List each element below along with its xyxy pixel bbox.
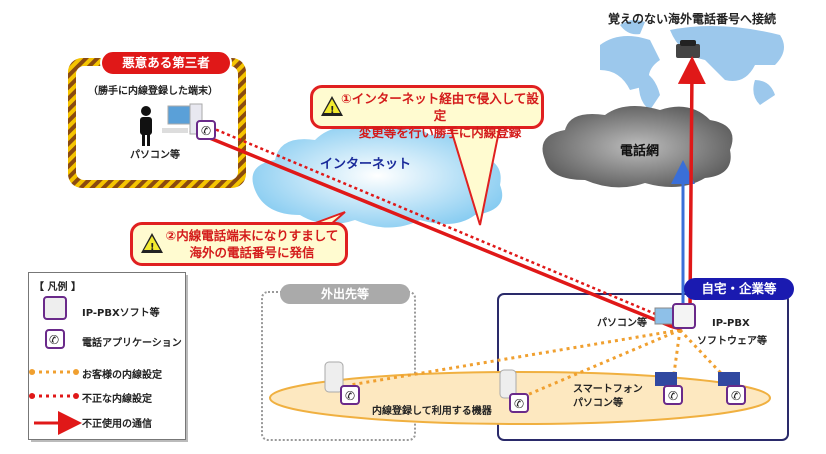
legend: 【 凡例 】 IP-PBXソフト等 電話アプリケーション お客様の内線設定 不正… [28, 272, 184, 438]
devices-label-2: パソコン等 [573, 398, 623, 409]
svg-text:✆: ✆ [49, 333, 59, 347]
ip-pbx-label: IP-PBX [712, 318, 750, 329]
person-icon [140, 106, 152, 146]
phone-network-label: 電話網 [620, 144, 660, 159]
fraud-extension-line [204, 123, 666, 320]
world-map [600, 20, 784, 110]
attacker-subtitle: （勝手に内線登録した端末） [88, 86, 218, 97]
internet-label: インターネット [320, 157, 412, 172]
top-note: 覚えのない海外電話番号へ接続 [608, 12, 777, 26]
callout-1-line1: インターネット経由で侵入して設定 [351, 91, 539, 123]
legend-title: 【 凡例 】 [34, 282, 81, 293]
legend-item-fraud-communication: 不正使用の通信 [82, 419, 152, 430]
registered-devices-label: 内線登録して利用する機器 [372, 406, 492, 417]
attacker-device-label: パソコン等 [130, 150, 180, 161]
devices-label: スマートフォン [573, 384, 643, 395]
phone-app-icon: ✆ [196, 120, 216, 140]
legend-graphics: ✆ [29, 296, 82, 435]
callout-2-line1: 内線電話端末になりすまして [176, 228, 339, 243]
telephone-icon [676, 40, 700, 58]
callout-2-number: ② [165, 228, 177, 243]
svg-text:✆: ✆ [514, 397, 524, 411]
home-pc-label: パソコン等 [597, 318, 647, 329]
svg-text:✆: ✆ [731, 389, 741, 403]
customer-extension-lines [349, 328, 737, 400]
callout-1-line2: 変更等を行い勝手に内線登録 [358, 125, 522, 140]
svg-text:✆: ✆ [201, 124, 211, 138]
svg-text:✆: ✆ [668, 389, 678, 403]
legend-item-ip-pbx: IP-PBXソフト等 [82, 308, 160, 319]
phone-app-icon [340, 385, 746, 413]
legend-item-customer-extension: お客様の内線設定 [82, 370, 162, 381]
legend-item-fraud-extension: 不正な内線設定 [82, 394, 152, 405]
legend-item-phone-app: 電話アプリケーション [82, 338, 182, 349]
callout-2-line2: 海外の電話番号に発信 [189, 245, 315, 260]
warning-icon: ! [141, 233, 163, 253]
callout-1: ! ①インターネット経由で侵入して設定変更等を行い勝手に内線登録 [310, 85, 544, 140]
internet-cloud [252, 123, 503, 228]
warning-icon: ! [321, 96, 343, 116]
laptop-icon [655, 372, 740, 386]
ip-pbx-label-2: ソフトウェア等 [697, 336, 767, 347]
outside-title: 外出先等 [280, 284, 410, 304]
home-title: 自宅・企業等 [684, 278, 794, 300]
attacker-title: 悪意ある第三者 [100, 50, 232, 76]
svg-text:✆: ✆ [345, 389, 355, 403]
ip-pbx-icon [672, 303, 696, 329]
smartphone-icon [324, 361, 517, 399]
callout-2: ! ②内線電話端末になりすまして海外の電話番号に発信 [130, 222, 348, 266]
callout-1-number: ① [341, 91, 352, 106]
